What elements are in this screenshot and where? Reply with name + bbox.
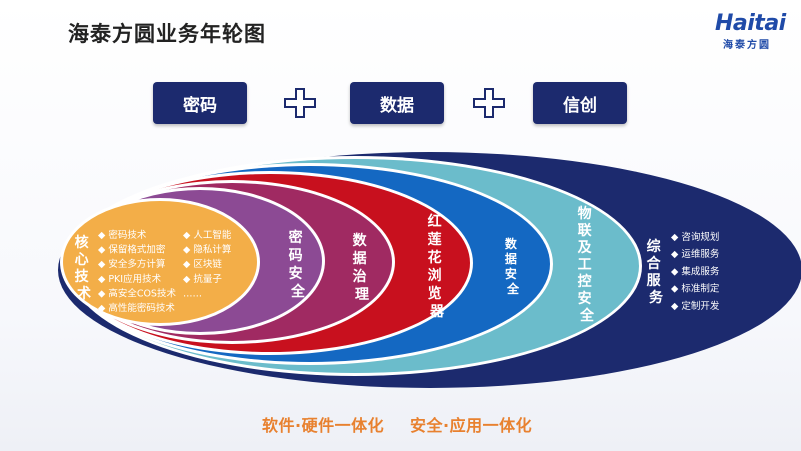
footer-left-slogan: 软件·硬件一体化 [262, 416, 385, 435]
core-tech-item: …… [183, 288, 202, 299]
pill-data: 数据 [350, 82, 444, 124]
ring-label-browser: 红 莲 花 浏 览 器 [428, 213, 447, 320]
service-item: ◆ 咨询规划 [671, 231, 719, 243]
pill-xinchuang: 信创 [533, 82, 627, 124]
ring-label-data-security: 数 据 安 全 [505, 236, 521, 296]
service-item: ◆ 定制开发 [671, 300, 720, 312]
plus-icon [284, 88, 316, 118]
core-label: 核 心 技 术 [75, 234, 94, 302]
ring-core [63, 201, 257, 323]
service-item: ◆ 标准制定 [671, 283, 720, 295]
ring-label-data-governance: 数 据 治 理 [353, 232, 372, 303]
plus-icon [473, 88, 505, 118]
ring-label-crypto-security: 密 码 安 全 [288, 229, 308, 300]
core-tech-item: ◆ 保留格式加密 [98, 244, 166, 256]
ring-label-services: 综 合 服 务 [647, 238, 666, 306]
page-title: 海泰方圆业务年轮图 [68, 22, 266, 46]
company-logo: Haitai 海泰方圆 [715, 11, 786, 52]
footer-right-slogan: 安全·应用一体化 [410, 416, 533, 435]
core-tech-item: ◆ 人工智能 [183, 229, 232, 241]
core-tech-item: ◆ PKI应用技术 [98, 273, 162, 285]
service-item: ◆ 集成服务 [671, 265, 720, 277]
pill-crypto: 密码 [153, 82, 247, 124]
core-tech-item: ◆ 高性能密码技术 [98, 302, 175, 314]
core-tech-item: ◆ 安全多方计算 [98, 258, 165, 270]
core-tech-item: ◆ 密码技术 [98, 229, 147, 241]
core-tech-item: ◆ 隐私计算 [183, 244, 231, 256]
logo-chinese-name: 海泰方圆 [723, 40, 771, 51]
core-tech-item: ◆ 抗量子 [183, 273, 222, 285]
ring-label-iot: 物 联 及 工 控 安 全 [578, 205, 597, 324]
core-tech-item: ◆ 高安全COS技术 [98, 287, 176, 299]
logo-wordmark: Haitai [715, 11, 786, 36]
service-item: ◆ 运维服务 [671, 248, 720, 260]
core-tech-item: ◆ 区块链 [183, 258, 222, 270]
